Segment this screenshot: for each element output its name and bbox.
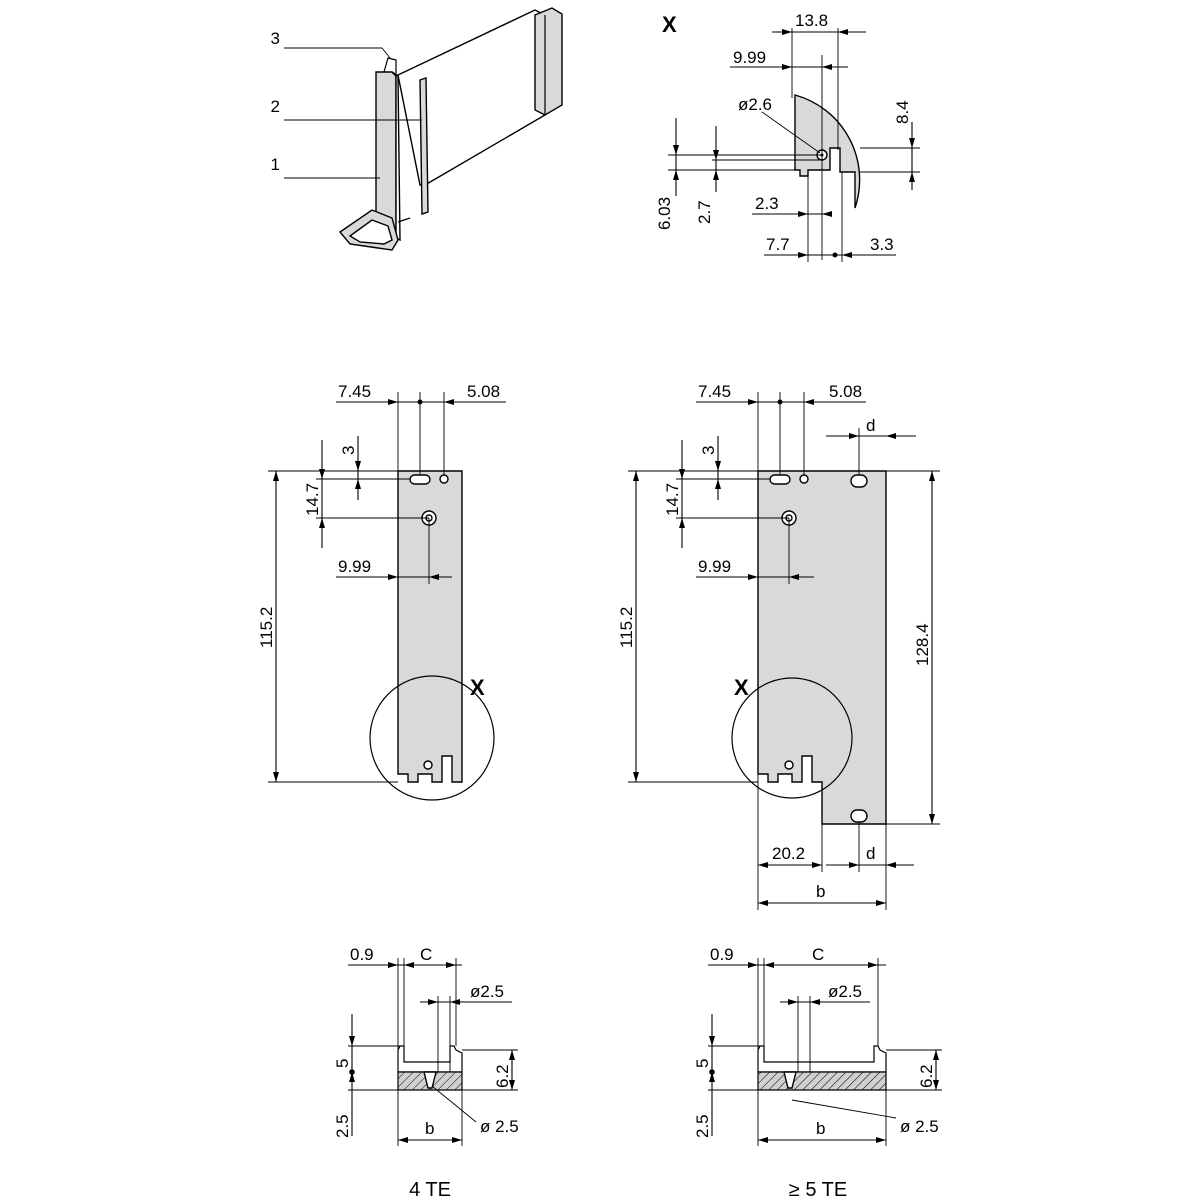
slot-hole (409, 474, 431, 485)
dim-2-5: 2.5 (333, 1114, 352, 1138)
dim-5-08: 5.08 (829, 382, 862, 401)
dim-dia-2-5-bottom: ø 2.5 (480, 1117, 519, 1136)
dim-115-2: 115.2 (257, 607, 276, 648)
dim-b: b (425, 1119, 434, 1138)
dim-7-7: 7.7 (766, 235, 790, 254)
dim-d-bottom: d (866, 844, 875, 863)
section-5te-view: 0.9 C ø2.5 5 2.5 6.2 ø 2.5 b ≥ 5 TE (693, 945, 942, 1200)
dim-14-7: 14.7 (663, 483, 682, 516)
dim-6-2: 6.2 (493, 1064, 512, 1088)
dim-0-9: 0.9 (710, 945, 734, 964)
dim-dia-2-5-top: ø2.5 (828, 982, 862, 1001)
detail-x-circle (731, 677, 853, 799)
callout-2: 2 (271, 97, 280, 116)
section-5te-body (757, 1071, 887, 1091)
gasket-strip (419, 77, 429, 215)
dim-13-8: 13.8 (795, 11, 828, 30)
dim-7-45: 7.45 (698, 382, 731, 401)
panel-5te-x-label: X (734, 675, 749, 700)
detail-x-label: X (662, 12, 677, 37)
dim-d-top: d (866, 416, 875, 435)
panel-4te-x-label: X (470, 675, 485, 700)
dim-2-5: 2.5 (693, 1114, 712, 1138)
dim-128-4: 128.4 (913, 623, 932, 666)
panel-5te-view: X 7.45 5.08 d 3 14.7 115.2 128.4 (617, 382, 940, 910)
dim-3: 3 (699, 446, 718, 455)
panel-5te-plate (757, 470, 887, 825)
dim-9-99: 9.99 (698, 557, 731, 576)
caption-5te: ≥ 5 TE (789, 1179, 847, 1200)
dim-6-2: 6.2 (917, 1064, 936, 1088)
dim-dia-2-5-top: ø2.5 (470, 982, 504, 1001)
dim-20-2: 20.2 (772, 844, 805, 863)
section-4te-view: 0.9 C ø2.5 5 2.5 6.2 ø 2.5 b 4 TE (333, 945, 519, 1200)
detail-panel-section (794, 94, 861, 209)
detail-x-view: X 13.8 9.99 ø2.6 8.4 6.03 (655, 11, 920, 262)
panel-4te-view: X 7.45 5.08 3 14.7 115.2 9.99 (257, 382, 506, 801)
dim-b: b (816, 1119, 825, 1138)
callout-3: 3 (271, 29, 280, 48)
top-screw (383, 57, 397, 74)
dim-14-7: 14.7 (303, 483, 322, 516)
dim-5-08: 5.08 (467, 382, 500, 401)
dim-0-9: 0.9 (350, 945, 374, 964)
dim-2-3: 2.3 (755, 194, 779, 213)
detail-x-circle (369, 675, 495, 801)
dim-5: 5 (693, 1059, 712, 1068)
dim-115-2: 115.2 (617, 607, 636, 648)
dim-c: C (812, 945, 824, 964)
dim-7-45: 7.45 (338, 382, 371, 401)
dim-6-03: 6.03 (655, 197, 674, 230)
dim-8-4: 8.4 (893, 100, 912, 124)
dim-dia-2-5-bottom: ø 2.5 (900, 1117, 939, 1136)
isometric-view: 3 2 1 (271, 7, 563, 251)
dim-9-99: 9.99 (733, 48, 766, 67)
dim-5: 5 (333, 1059, 352, 1068)
dim-9-99: 9.99 (338, 557, 371, 576)
caption-4te: 4 TE (409, 1179, 451, 1200)
dim-c: C (420, 945, 432, 964)
dim-2-7: 2.7 (695, 200, 714, 224)
dim-3-3: 3.3 (870, 235, 894, 254)
dim-dia-2-6: ø2.6 (738, 95, 772, 114)
callout-1: 1 (271, 155, 280, 174)
panel-4te-plate (397, 470, 463, 783)
dim-3: 3 (339, 446, 358, 455)
board-connector (534, 7, 563, 116)
dim-b: b (816, 882, 825, 901)
